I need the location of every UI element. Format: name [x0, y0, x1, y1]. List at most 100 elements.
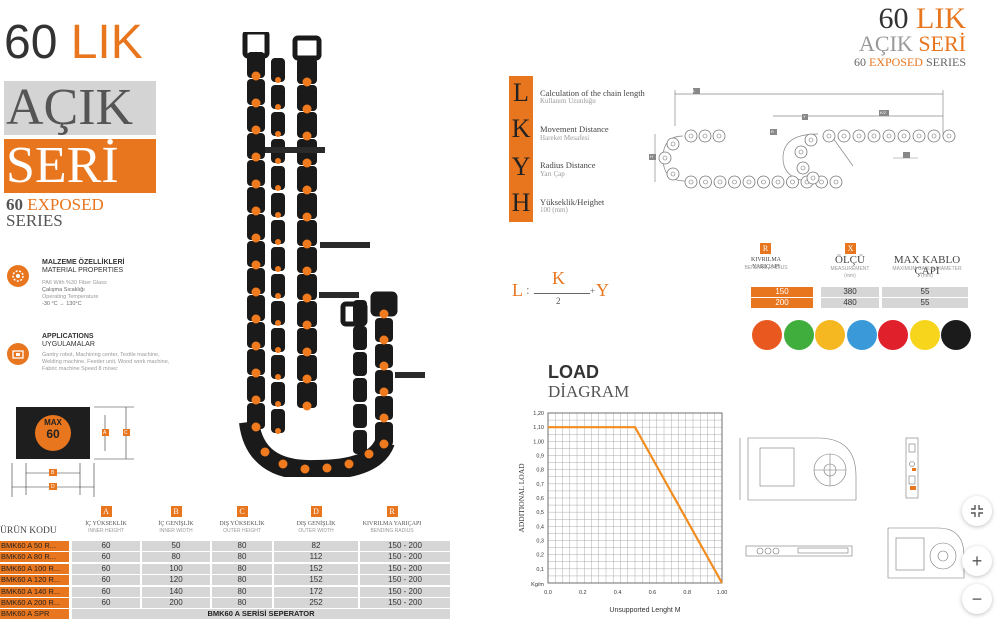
- rx-cell-x: 480: [821, 298, 879, 308]
- table-cell-c: 80: [212, 541, 272, 551]
- column-subtitle: OUTER WIDTH: [298, 528, 334, 534]
- fit-icon: [971, 505, 983, 517]
- y-tick-label: 1,20: [533, 411, 544, 417]
- lkyh-label-k: Movement Distance: [540, 124, 609, 134]
- table-cell-d: 112: [274, 552, 358, 563]
- table-cell-r: 150 - 200: [360, 552, 450, 563]
- right-exposed-series: 60 EXPOSED SERIES: [854, 56, 966, 69]
- title-60-lik: 60 LIK: [4, 18, 143, 68]
- x-tick-label: 1.00: [717, 590, 728, 596]
- column-letter: A: [100, 506, 112, 517]
- product-code: BMK60 A 100 R...: [0, 563, 69, 574]
- table-cell-b: 140: [142, 586, 210, 597]
- exposed-word: EXPOSED: [27, 195, 104, 214]
- load-chart: 0,10,20,30,40,50,60,70,80,91,001,101,20K…: [517, 411, 728, 614]
- title-acik: AÇIK: [6, 79, 134, 136]
- fit-screen-button[interactable]: [962, 496, 992, 526]
- applications-title-tr: UYGULAMALAR: [42, 341, 95, 348]
- spr-text: BMK60 A SERİSİ SEPERATOR: [72, 609, 450, 620]
- x-tick-label: 0.8: [683, 590, 691, 596]
- exposed-num: 60: [6, 195, 23, 214]
- table-cell-a: 60: [72, 541, 140, 551]
- letter-l: L: [513, 78, 529, 107]
- right-title-acik-seri: AÇIK SERİ: [859, 33, 966, 55]
- right-title-num: 60: [878, 2, 909, 35]
- zoom-out-button[interactable]: −: [962, 584, 992, 614]
- table-cell-d: 172: [274, 586, 358, 597]
- right-series: SERIES: [925, 55, 966, 69]
- product-code: BMK60 A 140 R...: [0, 586, 69, 597]
- rx-x-letter: X: [845, 243, 856, 254]
- table-cell-d: 82: [274, 541, 358, 551]
- material-line1: PA6 With %30 Fiber Glass: [42, 280, 107, 286]
- y-tick-label: 0,5: [536, 510, 544, 516]
- rx-max-en: MAXIMUM CABLE DIAMETER: [892, 266, 962, 272]
- table-cell-a: 60: [72, 563, 140, 574]
- table-cell-b: 120: [142, 575, 210, 586]
- table-cell-a: 60: [72, 575, 140, 586]
- rx-x-unit: (mm): [844, 273, 856, 279]
- x-tick-label: 0.0: [544, 590, 552, 596]
- title-num: 60: [4, 16, 58, 69]
- y-axis-label: ADDITIONAL LOAD: [517, 463, 526, 533]
- table-cell-d: 252: [274, 598, 358, 608]
- table-cell-a: 60: [72, 552, 140, 563]
- formula-plus: +: [590, 286, 596, 296]
- table-cell-b: 50: [142, 541, 210, 551]
- series-line: SERIES: [6, 211, 63, 230]
- rx-cell-x: 380: [821, 287, 879, 297]
- diagram-title: DİAGRAM: [548, 382, 630, 401]
- x-tick-label: 0.4: [614, 590, 622, 596]
- rx-max-tr: MAX KABLO ÇAPI: [893, 254, 961, 277]
- formula-y: Y: [596, 280, 609, 300]
- color-swatch: [846, 320, 877, 350]
- material-line3: Operating Temperature: [42, 294, 99, 300]
- table-cell-a: 60: [72, 586, 140, 597]
- y-tick-label: 0,1: [536, 567, 544, 573]
- formula-l: L: [512, 280, 523, 300]
- lkyh-label-h: Yükseklik/Heighet: [540, 197, 605, 207]
- y-tick-label: 0,9: [536, 454, 544, 460]
- column-subtitle: INNER WIDTH: [159, 528, 193, 534]
- right-title-60-lik: 60 LIK: [879, 4, 966, 34]
- dim-letter-d: D: [51, 484, 55, 490]
- diagram-label-k2: K/2: [880, 110, 887, 115]
- color-swatch: [878, 320, 908, 350]
- max-label: MAX: [44, 418, 62, 427]
- zoom-in-button[interactable]: +: [962, 546, 992, 576]
- right-title-lik: LIK: [916, 2, 966, 35]
- color-swatch: [815, 320, 845, 350]
- column-subtitle: OUTER HEIGHT: [223, 528, 261, 534]
- spr-code: BMK60 A SPR: [0, 609, 69, 620]
- dim-letter-c: C: [124, 430, 128, 436]
- diagram-label-l: L: [693, 88, 696, 93]
- rx-r-en: BENDING RADIUS: [744, 265, 788, 271]
- rx-r-letter: R: [760, 243, 771, 254]
- rx-r-tr: KIVRILMA YARIÇAPI: [751, 257, 781, 270]
- applications-line1: Gantry robot, Machining center, Textile …: [42, 352, 160, 358]
- drag-chain-image: [239, 32, 425, 477]
- column-subtitle: BENDING RADIUS: [370, 528, 414, 534]
- table-cell-r: 150 - 200: [360, 575, 450, 586]
- color-swatch: [941, 320, 971, 350]
- rx-x-en: MEASUREMENT: [830, 266, 870, 272]
- color-swatch: [909, 320, 940, 350]
- formula-colon: :: [526, 282, 530, 297]
- title-lik: LIK: [70, 16, 143, 69]
- y-unit-label: Kg/m: [531, 582, 544, 588]
- rx-max-unit: (mm): [921, 273, 933, 279]
- diagram-label-y: Y: [803, 114, 806, 119]
- lkyh-sub-y: Yarı Çap: [540, 170, 565, 178]
- table-cell-b: 80: [142, 552, 210, 563]
- right-seri: SERİ: [918, 31, 966, 56]
- y-tick-label: 0,8: [536, 468, 544, 474]
- seri-band: [4, 139, 156, 193]
- product-code: BMK60 A 80 R...: [0, 552, 69, 563]
- y-tick-label: 0,3: [536, 539, 544, 545]
- applications-line3: Fabric machine Speed 8 m/sec: [42, 366, 118, 372]
- load-series-line: [548, 426, 723, 584]
- title-seri: SERİ: [6, 137, 119, 194]
- product-code: BMK60 A 120 R...: [0, 575, 69, 586]
